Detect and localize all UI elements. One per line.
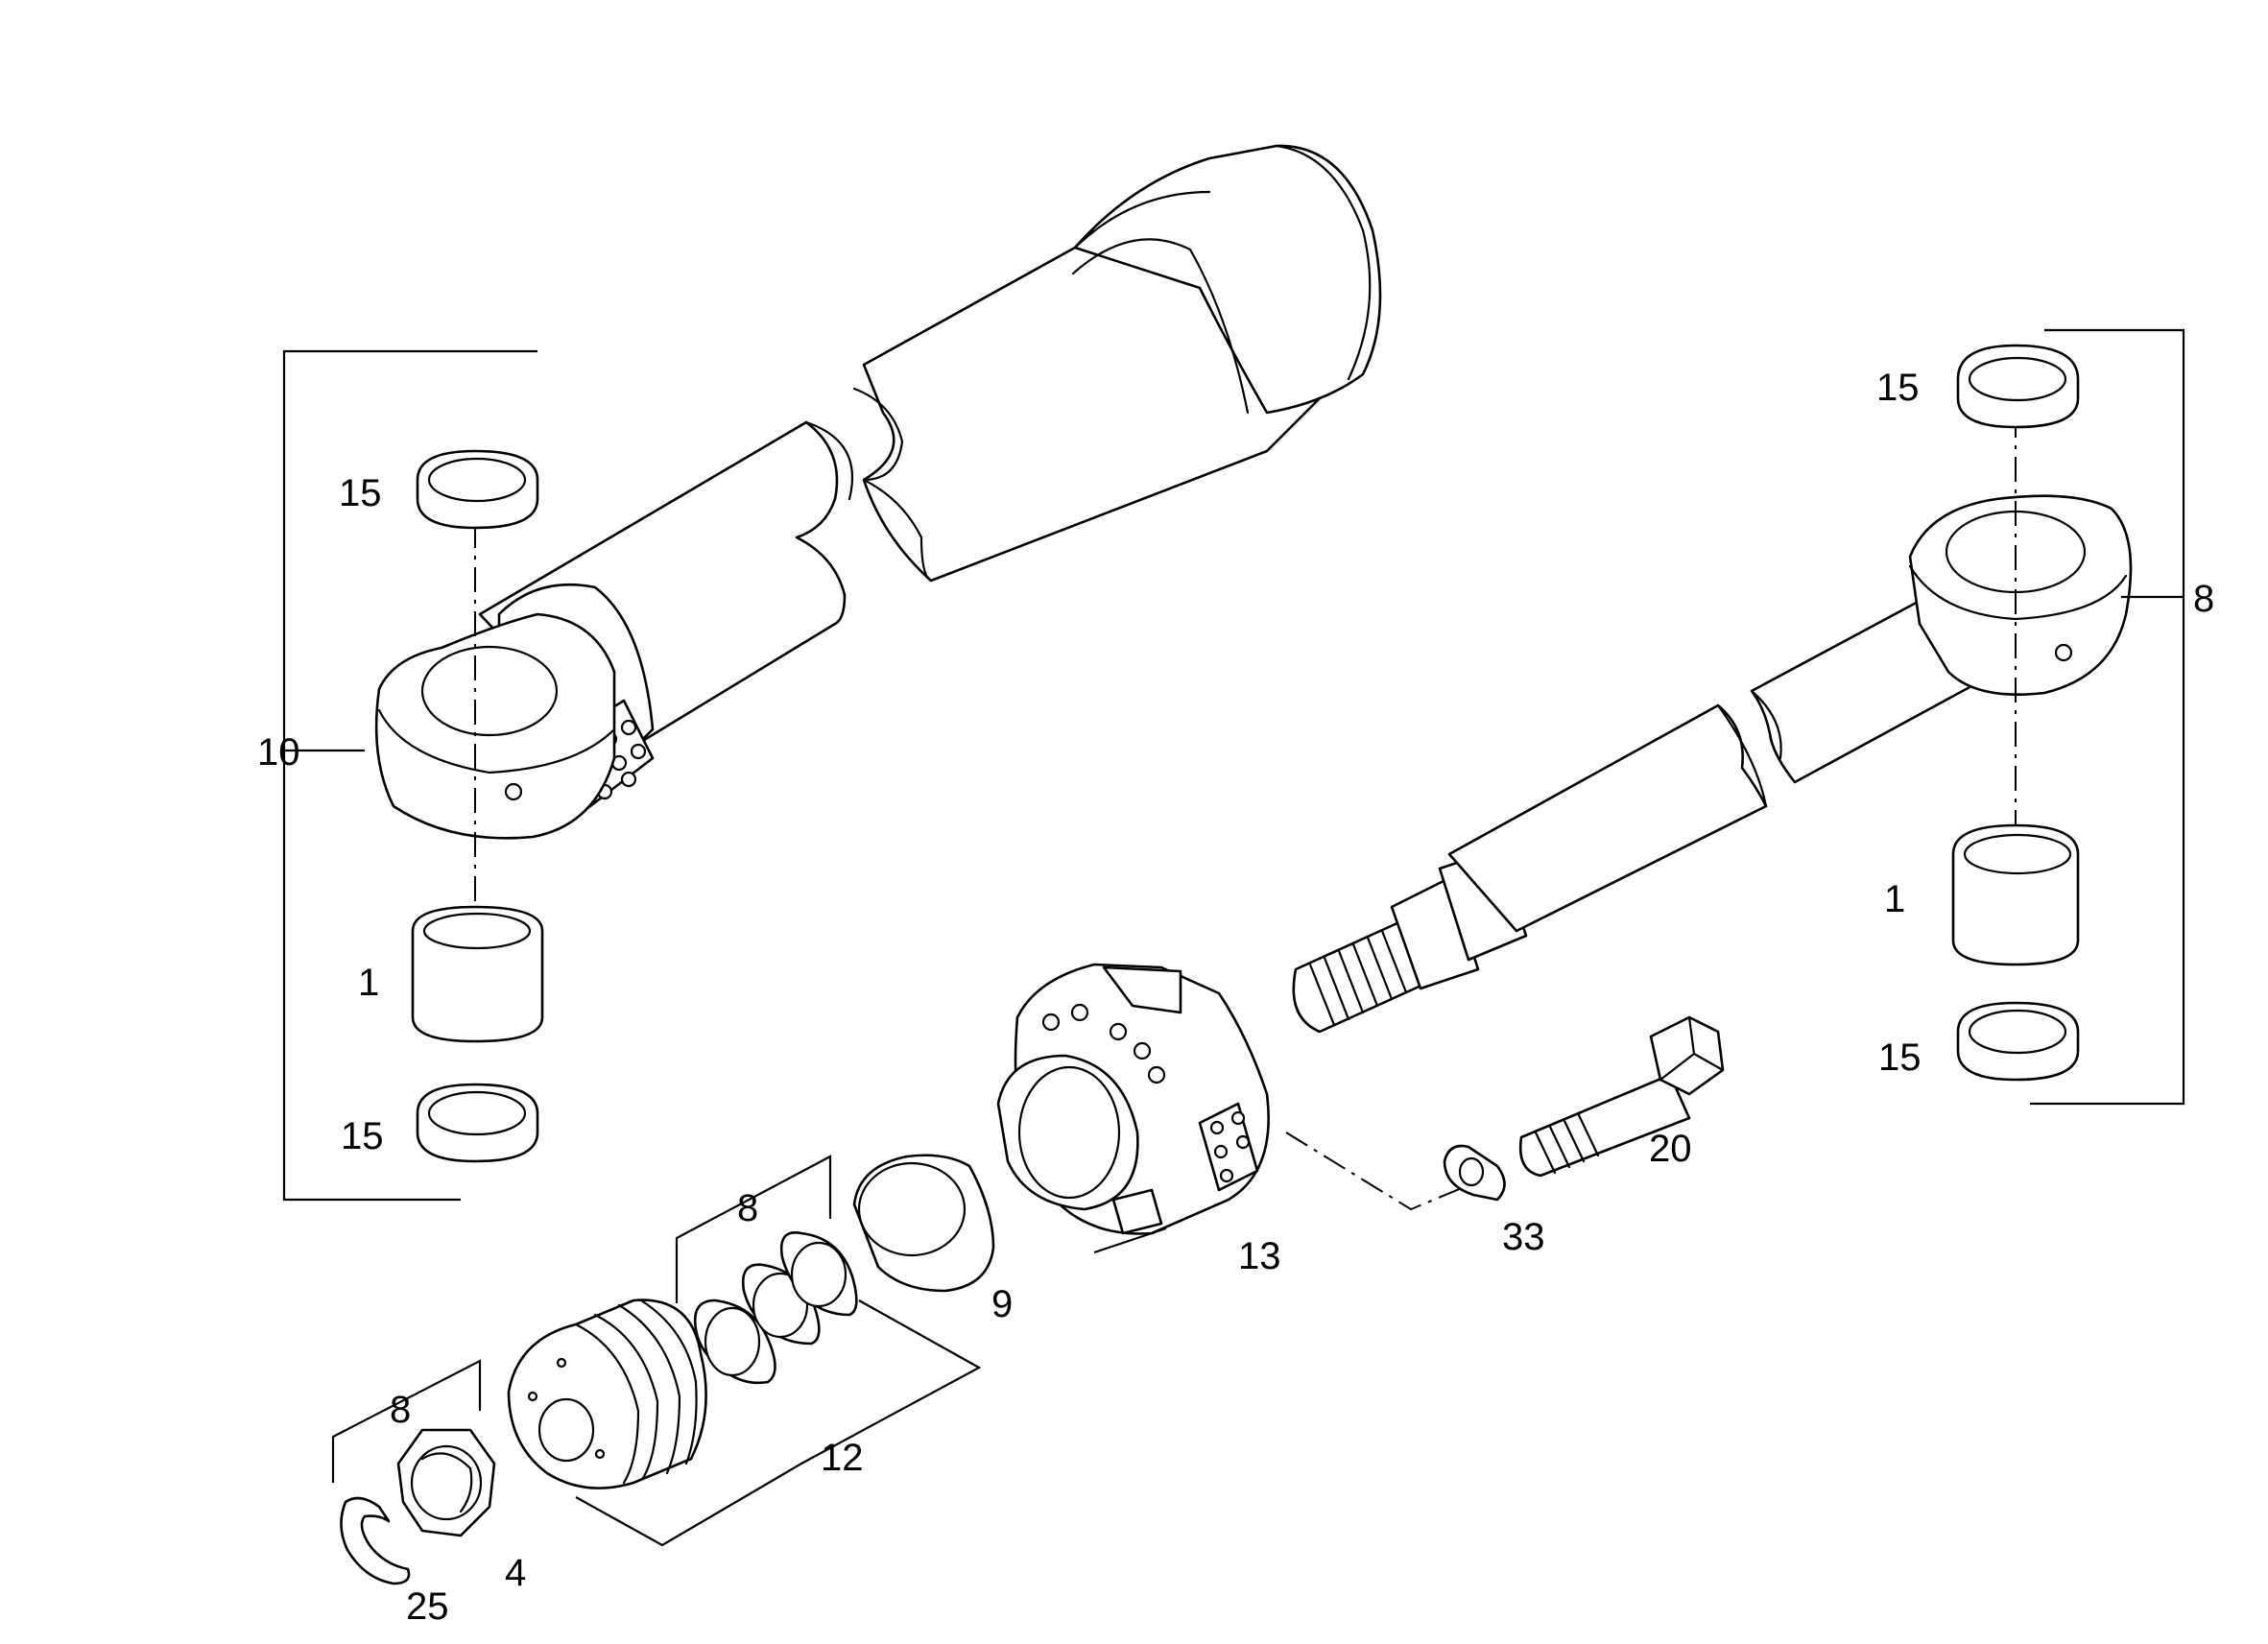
cylinder-barrel	[374, 144, 1382, 840]
callout-8-seals: 8	[737, 1187, 758, 1229]
bracket-8-nut	[331, 1359, 482, 1483]
seal-rings	[693, 1231, 858, 1385]
piston	[507, 1299, 707, 1489]
callout-33: 33	[1502, 1216, 1545, 1258]
callout-15-right-top: 15	[1876, 367, 1920, 409]
retaining-ring	[340, 1496, 411, 1585]
spacer-sleeve	[852, 1154, 995, 1293]
bearing-ring-right-top	[1956, 344, 2080, 429]
bracket-8-right	[2030, 328, 2185, 1106]
callout-25: 25	[406, 1585, 449, 1628]
gland-bolt-axis	[1285, 1132, 1469, 1211]
bearing-ring-left-bottom	[416, 1083, 539, 1163]
leader-13	[1093, 1227, 1167, 1254]
callout-8-nut: 8	[390, 1389, 411, 1431]
callout-12: 12	[821, 1437, 864, 1479]
callout-13: 13	[1238, 1235, 1281, 1277]
callout-1-right: 1	[1884, 878, 1905, 920]
piston-rod	[1292, 494, 2133, 1034]
bushing-left	[411, 905, 544, 1043]
bracket-10	[282, 349, 537, 1202]
nut	[396, 1428, 496, 1537]
callout-1-left: 1	[358, 962, 379, 1004]
callout-8-right: 8	[2193, 578, 2214, 620]
callout-15-left-top: 15	[339, 472, 382, 514]
bearing-ring-right-bottom	[1956, 1001, 2080, 1082]
bracket-12	[575, 1299, 982, 1547]
bolt	[1518, 1015, 1725, 1178]
cylinder-head-gland	[996, 963, 1270, 1235]
callout-15-left-bottom: 15	[341, 1115, 384, 1157]
washer	[1443, 1144, 1506, 1202]
callout-20: 20	[1649, 1128, 1692, 1170]
bearing-ring-left-top	[416, 449, 539, 530]
bushing-right	[1951, 823, 2080, 966]
callout-4: 4	[505, 1552, 526, 1594]
callout-15-right-bottom: 15	[1878, 1036, 1922, 1079]
callout-9: 9	[991, 1283, 1013, 1325]
bracket-8-seals	[675, 1155, 832, 1303]
callout-10: 10	[257, 731, 300, 774]
